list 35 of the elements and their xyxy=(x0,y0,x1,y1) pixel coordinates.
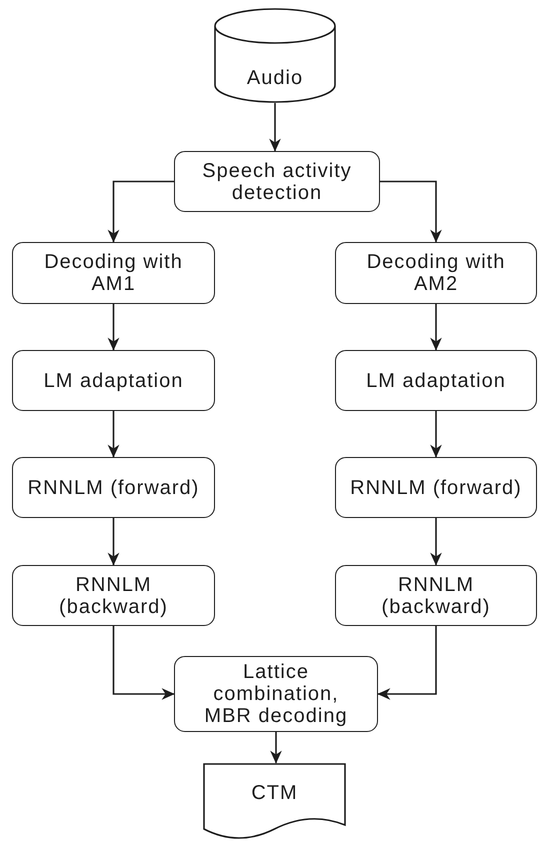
step-label: Decoding with AM2 xyxy=(366,251,506,295)
process-box xyxy=(12,565,215,626)
database-cylinder xyxy=(214,8,336,103)
process-box xyxy=(12,457,215,518)
process-box xyxy=(335,242,537,304)
process-box xyxy=(174,151,380,212)
step-label: Lattice combination, MBR decoding xyxy=(203,661,349,727)
step-label: LM adaptation xyxy=(366,370,506,392)
step-label: Decoding with AM1 xyxy=(43,251,184,295)
process-box xyxy=(174,656,378,732)
arrow xyxy=(430,518,442,566)
arrow xyxy=(108,518,120,566)
step-label: RNNLM (backward) xyxy=(380,574,492,618)
process-box xyxy=(12,350,215,411)
arrow xyxy=(108,411,120,458)
step-label: Audio xyxy=(246,66,304,88)
arrow xyxy=(430,304,442,351)
process-box xyxy=(335,457,537,518)
step-label: CTM xyxy=(251,782,298,804)
step-label: LM adaptation xyxy=(44,370,184,392)
arrow xyxy=(269,103,281,152)
process-box xyxy=(12,242,215,304)
process-box xyxy=(335,350,537,411)
arrow xyxy=(377,626,437,700)
process-box xyxy=(335,565,537,626)
step-label: Speech activity detection xyxy=(201,160,353,204)
step-label: RNNLM (forward) xyxy=(28,476,200,498)
arrow xyxy=(270,732,282,764)
arrow xyxy=(380,180,442,243)
step-label: RNNLM (backward) xyxy=(58,574,169,618)
arrow xyxy=(108,180,174,243)
arrow xyxy=(112,626,175,700)
step-label: RNNLM (forward) xyxy=(350,476,522,498)
arrow xyxy=(108,304,120,351)
arrow xyxy=(430,411,442,458)
